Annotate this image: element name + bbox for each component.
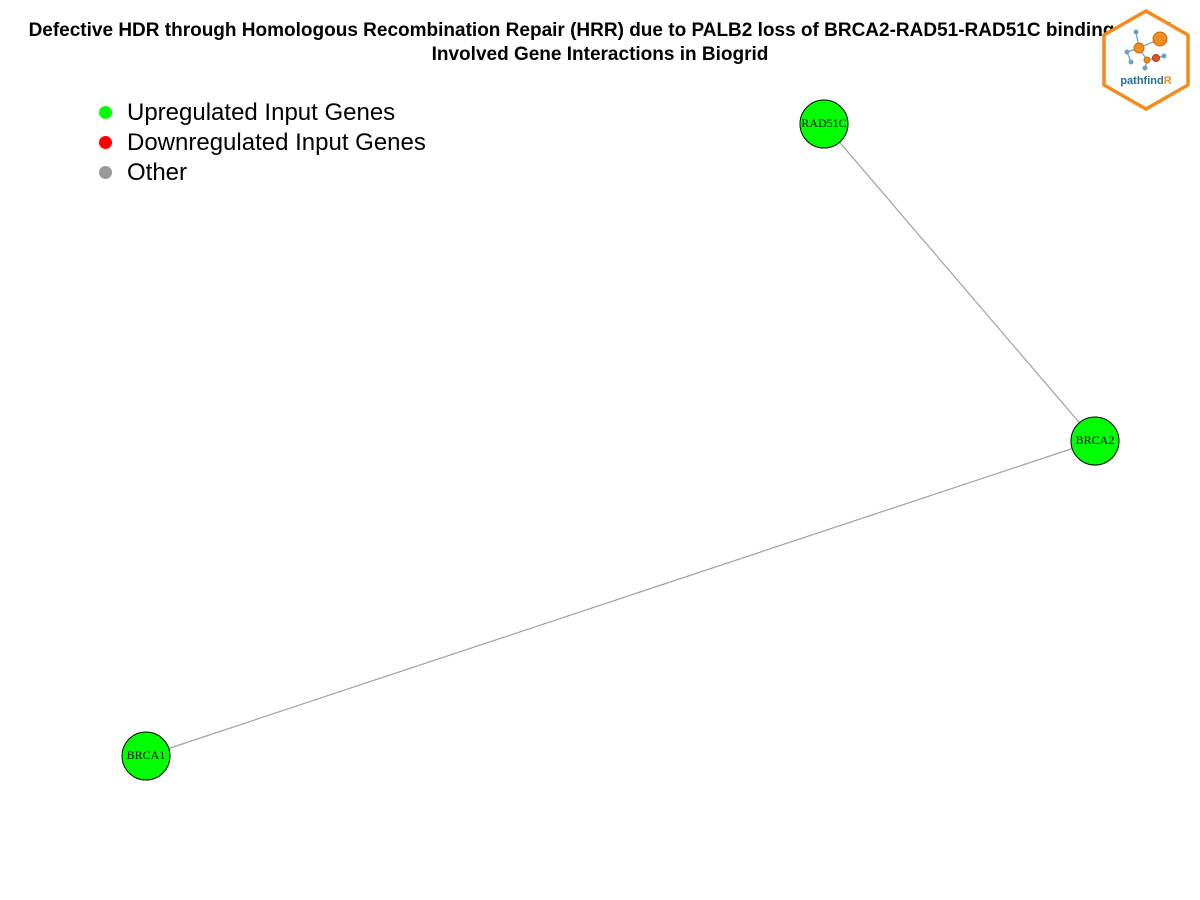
figure-title-line-2: Involved Gene Interactions in Biogrid [431,44,769,65]
logo-wordmark-main: pathfind [1120,75,1163,87]
legend-marker-downregulated [99,136,112,149]
edges-layer [145,123,1096,757]
node-label-rad51c: RAD51C [801,116,846,130]
edge-brca2-brca1 [145,440,1096,757]
node-circle-rad51c [799,99,849,149]
legend-marker-other [99,166,112,179]
logo-wordmark-suffix: R [1164,75,1172,87]
logo-network-icon [1124,29,1168,71]
node-label-brca2: BRCA2 [1076,433,1115,447]
legend-label-downregulated: Downregulated Input Genes [127,129,426,156]
legend-label-upregulated: Upregulated Input Genes [127,99,396,126]
node-label-brca1: BRCA1 [127,748,166,762]
legend-label-other: Other [127,159,188,186]
node-brca1: BRCA1 [121,731,171,781]
logo-wordmark: pathfindR [1120,75,1171,87]
figure-title-line-1: Defective HDR through Homologous Recombi… [28,20,1172,41]
node-rad51c: RAD51C [799,99,849,149]
pathfindr-logo: pathfindR [1102,8,1190,112]
edge-rad51c-brca2 [823,123,1096,442]
node-circle-brca1 [121,731,171,781]
legend-marker-upregulated [99,106,112,119]
node-circle-brca2 [1070,416,1120,466]
node-brca2: BRCA2 [1070,416,1120,466]
